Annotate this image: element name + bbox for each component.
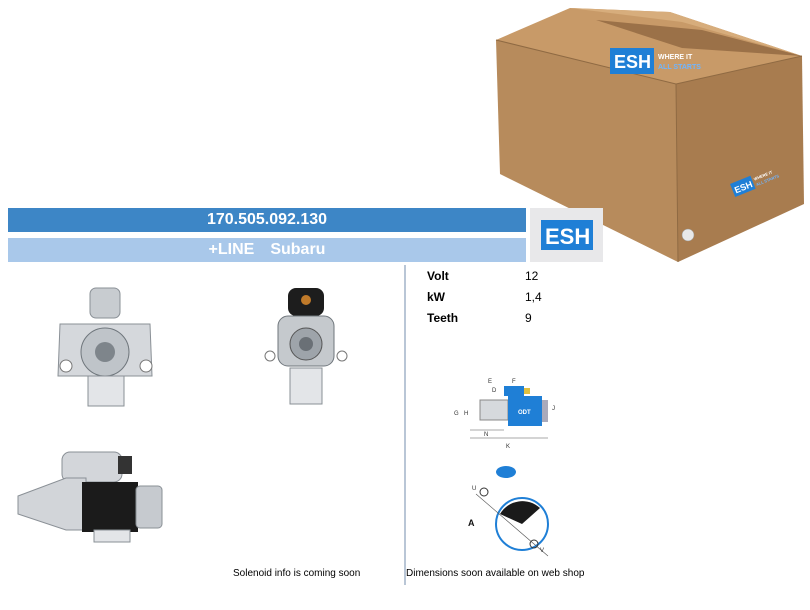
dim-label-k: K <box>506 444 510 450</box>
vehicle-make: Subaru <box>270 241 326 258</box>
spec-row-kw: kW 1,4 <box>427 286 565 307</box>
svg-text:ESH: ESH <box>614 52 651 72</box>
section-divider <box>404 265 406 585</box>
dim-label-g: G <box>454 411 459 417</box>
product-line-bar: +LINE Subaru <box>8 238 526 262</box>
brand-logo: ESH <box>530 208 603 262</box>
box-brand-line1: WHERE IT <box>658 54 693 61</box>
part-number: 170.505.092.130 <box>206 211 328 228</box>
spec-table: Volt 12 kW 1,4 Teeth 9 <box>427 265 565 328</box>
dim-label-h: H <box>464 411 468 417</box>
angle-label-a: A <box>468 518 475 528</box>
dimensions-caption: Dimensions soon available on web shop <box>406 568 585 579</box>
spec-value: 9 <box>525 310 532 325</box>
dim-label-e: E <box>488 379 492 385</box>
product-line: +LINE <box>208 241 255 258</box>
starter-rear-view-image <box>264 286 348 413</box>
spec-label: Teeth <box>427 310 459 325</box>
spec-label: kW <box>427 289 445 304</box>
packaging-box-image: ESH WHERE IT ALL STARTS ESH WHERE IT ALL… <box>492 4 806 266</box>
solenoid-caption: Solenoid info is coming soon <box>233 568 361 579</box>
angle-label-v: V <box>540 548 544 554</box>
box-brand-line2: ALL STARTS <box>658 64 701 71</box>
part-number-bar: 170.505.092.130 <box>8 208 526 232</box>
dimension-diagram: E F D ODT G H J N K <box>452 374 562 459</box>
dim-label-d: D <box>492 388 497 394</box>
starter-front-view-image <box>56 286 156 413</box>
dim-label-j: J <box>552 406 555 412</box>
dim-label-odt: ODT <box>518 410 531 416</box>
svg-text:ESH: ESH <box>545 224 590 249</box>
spec-row-volt: Volt 12 <box>427 265 565 286</box>
dim-label-f: F <box>512 379 516 385</box>
spec-value: 12 <box>525 268 539 283</box>
spec-row-teeth: Teeth 9 <box>427 307 565 328</box>
mounting-angle-diagram: U A V <box>462 464 552 565</box>
spec-label: Volt <box>427 268 449 283</box>
dim-label-n: N <box>484 432 488 438</box>
angle-label-u: U <box>472 486 476 492</box>
starter-side-view-image <box>14 448 166 549</box>
spec-value: 1,4 <box>525 289 542 304</box>
